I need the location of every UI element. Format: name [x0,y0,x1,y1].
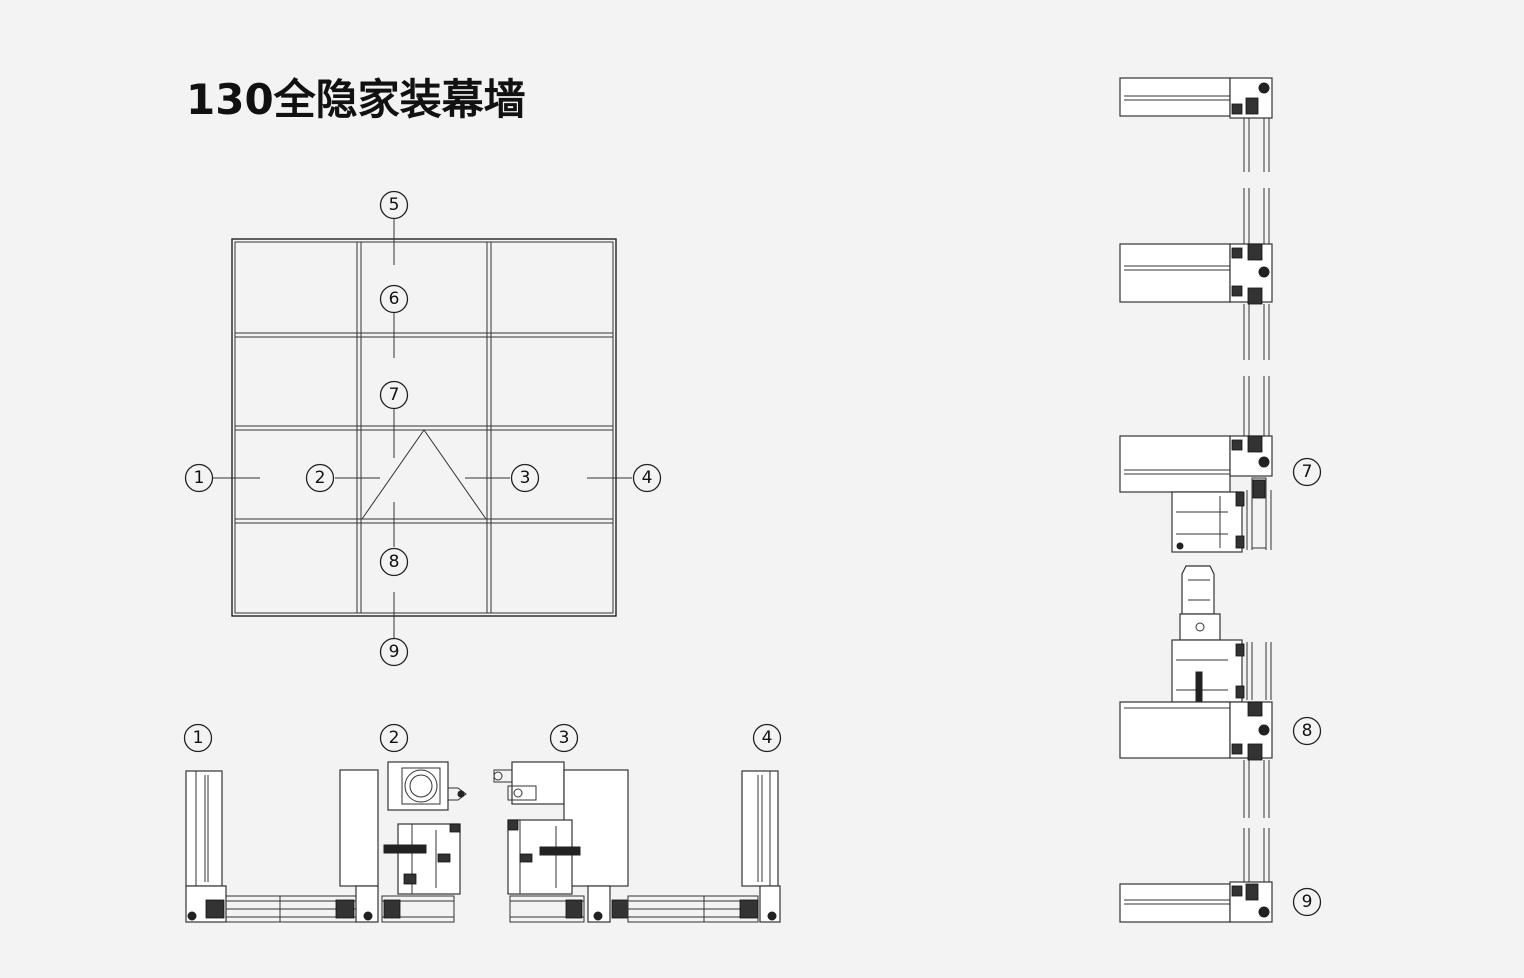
elevation-label-7: 7 [379,380,409,410]
section-3-profile [493,761,629,923]
svg-text:8: 8 [1302,721,1313,741]
svg-text:2: 2 [389,728,400,748]
svg-text:2: 2 [315,468,326,488]
svg-text:3: 3 [559,728,570,748]
section-4-profile [627,770,781,923]
vertical-section-transom-1 [1119,243,1273,305]
elevation-label-8: 8 [379,547,409,577]
svg-text:3: 3 [520,468,531,488]
svg-text:1: 1 [194,468,205,488]
elevation-view: 5 6 7 1 2 3 4 8 [184,190,662,667]
svg-text:4: 4 [762,728,773,748]
elevation-label-2: 2 [305,463,335,493]
elevation-label-5: 5 [379,190,409,220]
elevation-outer-frame [231,238,617,617]
window-opening-symbol [361,429,487,520]
vertical-section-label-9: 9 [1292,887,1322,917]
horizontal-sections: 1 2 3 4 [183,723,782,923]
vertical-section-transom-8 [1119,639,1273,761]
glass-panes [1243,118,1272,882]
elevation-label-9: 9 [379,637,409,667]
svg-text:7: 7 [1302,462,1313,482]
elevation-inner-frame [234,241,614,614]
svg-text:9: 9 [389,642,400,662]
svg-text:1: 1 [193,728,204,748]
svg-text:8: 8 [389,552,400,572]
section-label-1: 1 [183,723,213,753]
elevation-label-4: 4 [632,463,662,493]
vertical-section-label-8: 8 [1292,716,1322,746]
elevation-label-1: 1 [184,463,214,493]
vertical-sections: 7 8 9 [1119,77,1322,923]
section-1-profile [185,769,379,923]
page-title: 130全隐家装幕墙 [186,75,526,124]
vertical-section-head [1119,77,1273,119]
svg-text:9: 9 [1302,892,1313,912]
vertical-section-sill-9 [1119,881,1273,923]
svg-text:4: 4 [642,468,653,488]
vertical-section-transom-7 [1119,435,1273,553]
section-label-3: 3 [549,723,579,753]
elevation-label-6: 6 [379,284,409,314]
elevation-label-3: 3 [510,463,540,493]
svg-text:6: 6 [389,289,400,309]
svg-text:5: 5 [389,195,400,215]
vertical-section-label-7: 7 [1292,457,1322,487]
section-label-4: 4 [752,723,782,753]
vertical-section-bracket [1179,565,1221,641]
svg-text:7: 7 [389,385,400,405]
section-label-2: 2 [379,723,409,753]
section-2-profile [381,761,467,923]
